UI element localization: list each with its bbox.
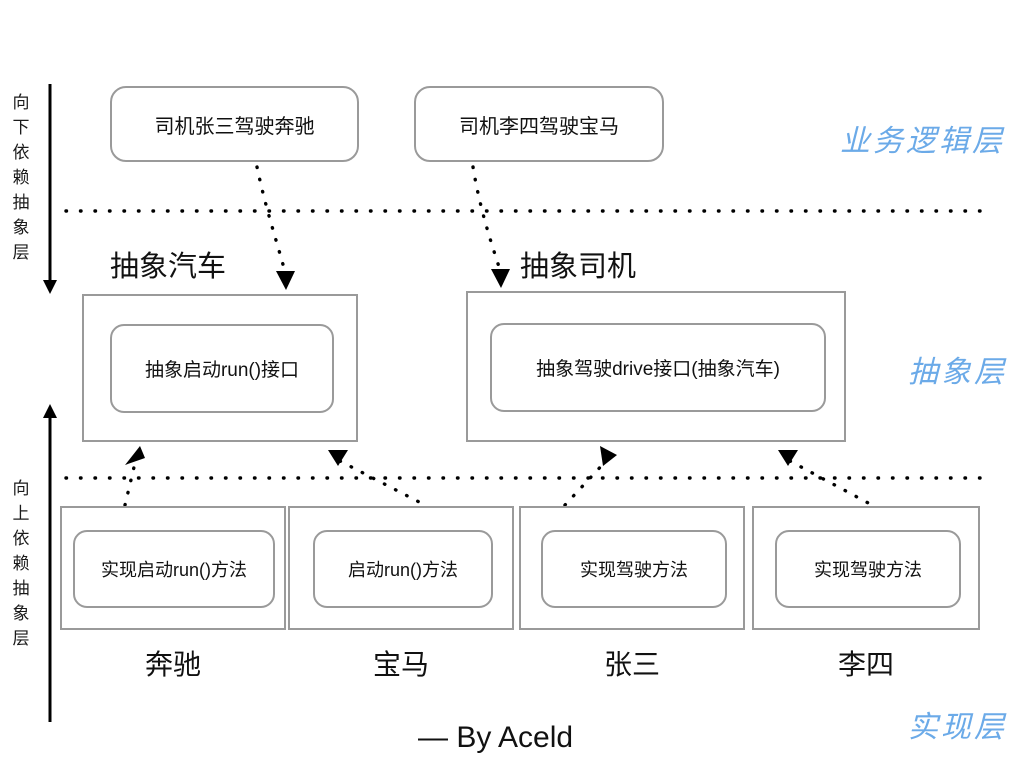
layer-tag-abstract: 抽象层 (908, 356, 1007, 389)
impl-box-lisi-drive-method[interactable]: 实现驾驶方法 (775, 530, 961, 608)
abstract-car-container: 抽象启动run()接口 (82, 294, 358, 442)
abstract-driver-container: 抽象驾驶drive接口(抽象汽车) (466, 291, 846, 442)
upward-dependency-arrow (43, 404, 57, 722)
layer-tag-implementation: 实现层 (908, 711, 1007, 744)
dependency-arrow-abstract-car-to-bmw (328, 450, 427, 507)
impl-box-zhangsan-drive-method[interactable]: 实现驾驶方法 (541, 530, 727, 608)
layer-tag-business-logic: 业务逻辑层 (840, 125, 1005, 158)
impl-container-lisi: 实现驾驶方法 (752, 506, 980, 630)
abstract-car-heading: 抽象汽车 (110, 251, 227, 283)
upward-dependency-axis-label: 向上依赖抽象层 (12, 479, 30, 648)
business-box-driver-zhangsan-drives-benz[interactable]: 司机张三驾驶奔驰 (110, 86, 359, 162)
dependency-arrow-lisi-to-abstract-driver (471, 165, 510, 288)
abstract-driver-interface-box[interactable]: 抽象驾驶drive接口(抽象汽车) (490, 323, 826, 412)
impl-label-bmw: 宝马 (372, 649, 429, 680)
impl-box-benz-run-method[interactable]: 实现启动run()方法 (73, 530, 275, 608)
impl-label-benz: 奔驰 (144, 649, 201, 680)
impl-label-lisi: 李四 (837, 649, 894, 680)
author-signature: — By Aceld (418, 721, 574, 754)
impl-container-zhangsan: 实现驾驶方法 (519, 506, 745, 630)
dependency-arrow-zhangsan-to-abstract-car (255, 165, 295, 290)
dependency-arrow-zhangsan-impl-to-abstract-driver (563, 446, 617, 507)
dependency-arrow-benz-to-abstract-car (123, 446, 145, 507)
impl-container-benz: 实现启动run()方法 (60, 506, 286, 630)
impl-box-bmw-run-method[interactable]: 启动run()方法 (313, 530, 493, 608)
abstract-driver-heading: 抽象司机 (520, 251, 637, 283)
downward-dependency-arrow (43, 84, 57, 294)
impl-label-zhangsan: 张三 (603, 649, 660, 680)
downward-dependency-axis-label: 向下依赖抽象层 (12, 93, 30, 262)
impl-container-bmw: 启动run()方法 (288, 506, 514, 630)
dependency-arrow-abstract-driver-to-lisi (778, 450, 874, 507)
business-box-driver-lisi-drives-bmw[interactable]: 司机李四驾驶宝马 (414, 86, 664, 162)
abstract-car-interface-box[interactable]: 抽象启动run()接口 (110, 324, 334, 413)
